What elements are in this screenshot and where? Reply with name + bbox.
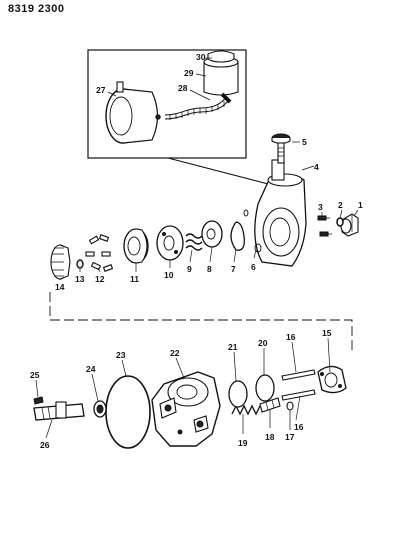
part-10-pressure-plate xyxy=(156,225,184,261)
callout-25: 25 xyxy=(30,370,40,380)
callout-11: 11 xyxy=(130,274,139,284)
callout-1: 1 xyxy=(358,200,363,210)
callout-14: 14 xyxy=(55,282,65,292)
callout-16b: 16 xyxy=(294,422,304,432)
callout-9: 9 xyxy=(187,264,192,274)
callout-26: 26 xyxy=(40,440,50,450)
callout-18: 18 xyxy=(265,432,275,442)
part-18-flow-valve xyxy=(259,397,281,413)
part-30-reservoir-cap xyxy=(207,50,235,63)
callout-22: 22 xyxy=(170,348,180,358)
callout-28: 28 xyxy=(178,83,188,93)
callout-20: 20 xyxy=(258,338,268,348)
part-3-studs xyxy=(317,215,332,237)
callout-6: 6 xyxy=(251,262,256,272)
part-27-reservoir-canister xyxy=(105,81,161,144)
callout-12: 12 xyxy=(95,274,105,284)
part-2-o-ring xyxy=(336,217,344,227)
assembly-guide-line xyxy=(49,292,353,354)
callout-5: 5 xyxy=(302,137,307,147)
document-id: 8319 2300 xyxy=(8,3,65,15)
callout-4: 4 xyxy=(314,162,319,172)
part-21-seal xyxy=(228,380,248,408)
part-5-dipstick-cap xyxy=(271,133,291,164)
callout-29: 29 xyxy=(184,68,194,78)
callout-8: 8 xyxy=(207,264,212,274)
part-17-ball xyxy=(286,401,294,411)
callout-7: 7 xyxy=(231,264,236,274)
part-4-pump-reservoir xyxy=(254,159,307,267)
part-11-cam-ring xyxy=(123,228,149,264)
part-29-small-reservoir xyxy=(203,56,239,104)
part-25-key xyxy=(33,396,44,405)
callout-17: 17 xyxy=(285,432,295,442)
callout-27: 27 xyxy=(96,85,106,95)
part-6-o-rings xyxy=(243,209,262,253)
leader-lines xyxy=(35,57,359,439)
callout-3: 3 xyxy=(318,202,323,212)
part-7-retaining-ring xyxy=(230,221,245,251)
callout-21: 21 xyxy=(228,342,238,352)
part-20-seal xyxy=(255,374,275,402)
part-15-end-cover xyxy=(317,365,347,394)
callout-2: 2 xyxy=(338,200,343,210)
inset-box xyxy=(87,49,277,187)
callout-16a: 16 xyxy=(286,332,296,342)
part-8-end-plate xyxy=(201,220,223,248)
part-22-pump-housing xyxy=(151,371,221,447)
callout-13: 13 xyxy=(75,274,85,284)
part-1-fitting xyxy=(340,213,359,237)
part-26-drive-shaft xyxy=(33,401,85,421)
callout-19: 19 xyxy=(238,438,248,448)
part-12-vanes xyxy=(85,234,114,272)
part-13-washer xyxy=(76,259,84,269)
callout-30: 30 xyxy=(196,52,206,62)
callout-labels: 30 29 28 27 5 4 1 2 3 6 7 8 9 10 11 12 1… xyxy=(30,52,363,450)
part-16-dowel-pins xyxy=(281,369,316,401)
part-14-rotor xyxy=(50,244,71,280)
part-9-spring xyxy=(185,233,203,251)
part-28-hose xyxy=(164,96,230,120)
callout-23: 23 xyxy=(116,350,126,360)
part-24-shaft-seal xyxy=(93,400,107,418)
callout-10: 10 xyxy=(164,270,174,280)
callout-24: 24 xyxy=(86,364,96,374)
callout-15: 15 xyxy=(322,328,332,338)
part-23-large-o-ring xyxy=(105,375,151,449)
